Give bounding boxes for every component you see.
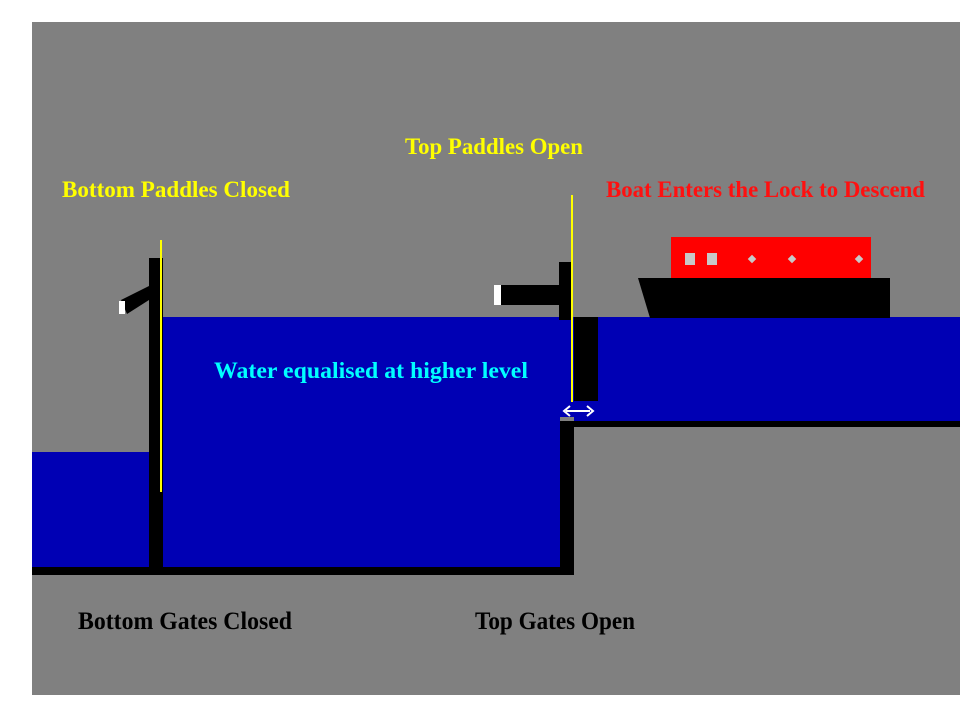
- top-gates-label: Top Gates Open: [475, 608, 635, 635]
- chamber-water-extension: [560, 317, 574, 417]
- lock-chamber-water: [163, 317, 560, 567]
- boat-label: Boat Enters the Lock to Descend: [606, 177, 925, 202]
- bottom-paddle-cap: [119, 301, 125, 314]
- bottom-paddle-arm: [121, 286, 149, 314]
- bottom-paddle-line: [160, 240, 162, 492]
- lock-step-wall: [560, 421, 574, 575]
- top-gate-post: [559, 262, 571, 320]
- double-arrow-icon: [562, 405, 595, 417]
- upper-pound-water: [574, 317, 960, 421]
- boat-porthole: [787, 254, 797, 264]
- top-paddle-line: [571, 195, 573, 402]
- boat-porthole: [854, 254, 864, 264]
- lock-floor: [32, 567, 574, 575]
- top-paddle-cap: [494, 285, 501, 305]
- top-paddle-arm: [500, 285, 560, 305]
- top-paddles-label: Top Paddles Open: [405, 134, 583, 159]
- upper-pound-bed: [574, 421, 960, 427]
- boat-porthole: [747, 254, 757, 264]
- bottom-gates-label: Bottom Gates Closed: [78, 608, 292, 635]
- top-gate-open-leaf: [574, 317, 598, 401]
- boat-window: [685, 253, 695, 265]
- boat-hull: [638, 278, 890, 318]
- bottom-gate: [149, 258, 163, 570]
- lower-pound-water: [32, 452, 150, 567]
- water-level-label: Water equalised at higher level: [214, 358, 528, 383]
- boat-cabin: [671, 237, 871, 278]
- bottom-paddles-label: Bottom Paddles Closed: [62, 177, 290, 202]
- boat-window: [707, 253, 717, 265]
- narrowboat: [638, 237, 890, 318]
